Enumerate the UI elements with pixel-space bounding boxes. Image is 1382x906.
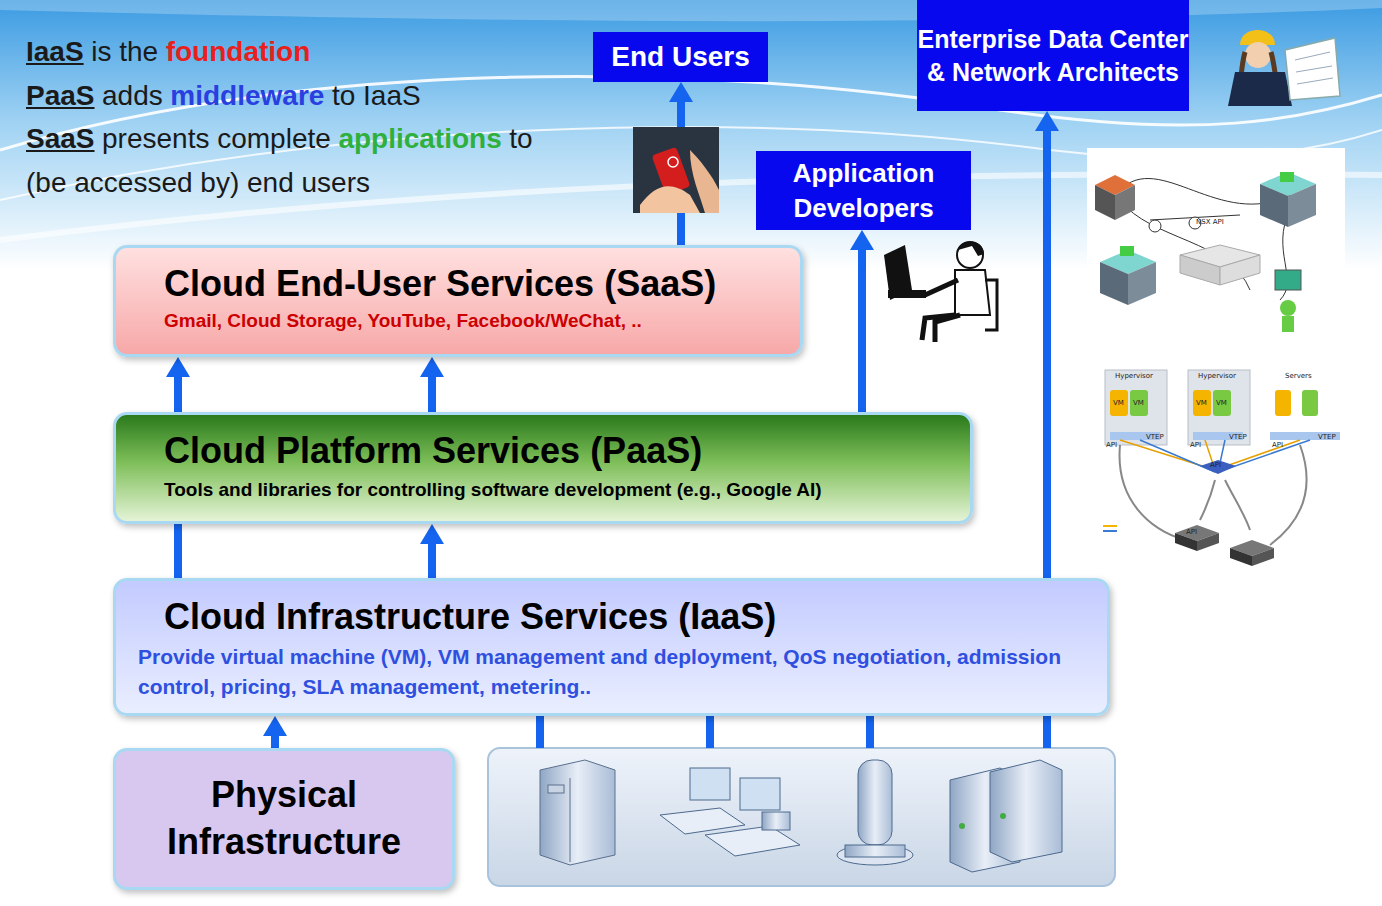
intro-line: SaaSpresents completeapplications to [26,123,540,155]
flow-arrow [420,357,444,412]
flow-arrow [850,230,874,412]
illustration-label: VM [1216,399,1227,407]
illustration-label: NSX API [1196,218,1224,226]
node-description: Tools and libraries for controlling soft… [164,478,950,503]
node-description: Provide virtual machine (VM), VM managem… [138,642,1087,701]
node-title: Enterprise Data Center & Network Archite… [917,23,1189,88]
developer-figure [884,241,997,342]
intro-text: presents complete [102,123,331,154]
illustration-label: VM [1196,399,1207,407]
physical-box: Physical Infrastructure [113,748,455,890]
saas-layer: Cloud End-User Services (SaaS) Gmail, Clo… [113,245,803,357]
audience-box: Enterprise Data Center & Network Archite… [917,0,1189,111]
node-title: Cloud Platform Services (PaaS) [164,429,950,472]
engineer-figure [1228,30,1340,106]
illustration-label: API [1190,441,1201,449]
illustration-label: VM [1113,399,1124,407]
intro-text: adds [102,80,163,111]
illustration-label: Servers [1285,372,1312,380]
flow-arrow [178,524,179,578]
intro-line: (be accessed by) end users [26,167,378,199]
illustration-label: API [1106,441,1117,449]
intro-text: applications [338,123,501,154]
illustration-label: API [1186,528,1197,536]
network-illustration [1087,148,1345,340]
audience-box: Application Developers [756,151,971,230]
intro-text: SaaS [26,123,95,154]
intro-text: PaaS [26,80,95,111]
intro-text: middleware [170,80,324,111]
intro-text: is the [91,36,158,67]
node-title: Cloud End-User Services (SaaS) [164,262,780,305]
illustration-label: VM [1133,399,1144,407]
node-title: Physical Infrastructure [126,772,442,866]
workstations [660,768,800,856]
flow-arrow [263,716,287,748]
node-description: Gmail, Cloud Storage, YouTube, Facebook/… [164,309,780,334]
illustration-label: VTEP [1318,433,1336,441]
node-title: End Users [611,41,750,73]
intro-text: to [509,123,532,154]
intro-text: IaaS [26,36,84,67]
hardware-panel [488,748,1115,886]
mainframe [837,760,913,865]
illustration-label: API [1210,461,1221,469]
iaas-layer: Cloud Infrastructure Services (IaaS)Prov… [113,578,1110,716]
intro-text: (be accessed by) end users [26,167,370,198]
flow-arrow [1035,111,1059,578]
illustration-label: Hypervisor [1115,372,1153,380]
node-title: Cloud Infrastructure Services (IaaS) [164,595,1087,638]
flow-arrow [166,357,190,412]
audience-box: End Users [593,32,768,82]
rack-servers [950,760,1062,872]
illustration-label: Hypervisor [1198,372,1236,380]
overlay-network-illustration [1103,370,1342,566]
illustration-label: VTEP [1229,433,1247,441]
illustration-label: API [1272,441,1283,449]
phone-icon [633,127,719,213]
paas-layer: Cloud Platform Services (PaaS) Tools and … [113,412,973,524]
server-tower [540,760,615,865]
intro-line: PaaSaddsmiddleware to IaaS [26,80,428,112]
intro-text: to IaaS [332,80,421,111]
node-title: Application Developers [756,156,971,225]
intro-line: IaaSis the foundation [26,36,318,68]
illustration-label: VTEP [1146,433,1164,441]
intro-text: foundation [166,36,311,67]
flow-arrow [420,524,444,578]
